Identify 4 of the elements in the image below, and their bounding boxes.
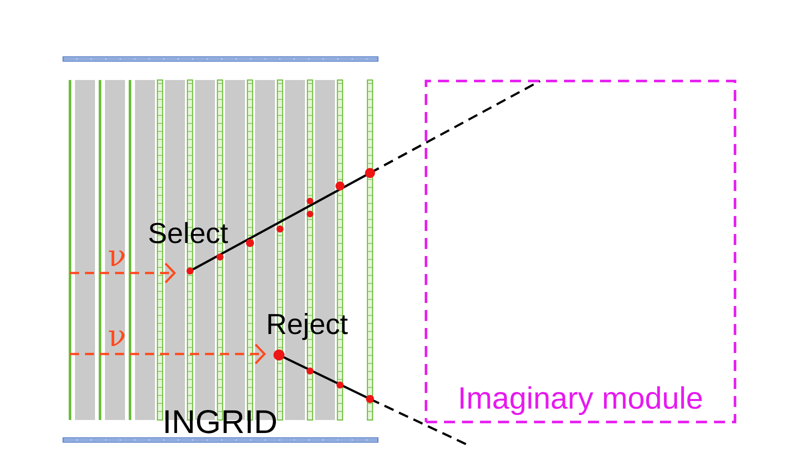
detector-label: INGRID bbox=[166, 410, 276, 434]
beam-label: ν bbox=[109, 330, 125, 346]
module-box: Imaginary module bbox=[424, 80, 736, 424]
beam-label: ν bbox=[109, 250, 125, 266]
